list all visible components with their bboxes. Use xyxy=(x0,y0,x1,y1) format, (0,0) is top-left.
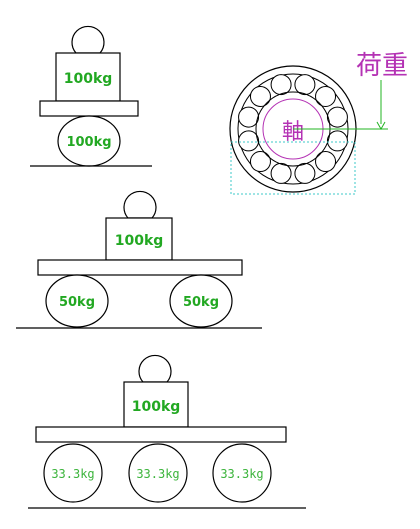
weight-label: 100kg xyxy=(64,71,113,87)
roller xyxy=(326,106,348,128)
roller xyxy=(315,151,337,173)
double-ball-diagram: 100kg 50kg 50kg xyxy=(16,190,262,329)
roller xyxy=(294,74,316,96)
ball-middle-label: 33.3kg xyxy=(136,467,179,481)
ball-right-label: 50kg xyxy=(183,295,219,310)
roller xyxy=(238,130,260,152)
ball-left xyxy=(43,443,103,503)
ball-label: 100kg xyxy=(66,135,111,150)
platform xyxy=(37,259,243,276)
weight-handle xyxy=(123,190,157,219)
roller xyxy=(249,85,271,107)
roller xyxy=(270,74,292,96)
weight-handle xyxy=(71,25,105,54)
roller xyxy=(270,162,292,184)
triple-ball-diagram: 100kg 33.3kg 33.3kg 33.3kg xyxy=(28,354,306,509)
bearing-diagram: 軸 荷重 xyxy=(229,51,408,195)
roller xyxy=(326,130,348,152)
platform xyxy=(35,426,287,443)
weight-label: 100kg xyxy=(115,233,164,249)
ball-left xyxy=(45,274,109,328)
platform xyxy=(39,100,139,117)
weight-block xyxy=(123,381,189,428)
ball-left-label: 50kg xyxy=(59,295,95,310)
roller xyxy=(238,106,260,128)
shaft-label: 軸 xyxy=(282,120,304,145)
roller xyxy=(249,151,271,173)
weight-label: 100kg xyxy=(132,399,181,415)
ball-right-label: 33.3kg xyxy=(220,467,263,481)
weight-handle xyxy=(138,354,172,383)
load-label: 荷重 xyxy=(356,51,408,81)
roller xyxy=(294,162,316,184)
ball-right xyxy=(169,274,233,328)
rollers xyxy=(238,74,348,184)
weight-block xyxy=(55,52,121,102)
single-ball-diagram: 100kg 100kg xyxy=(30,25,152,167)
ball-middle xyxy=(128,443,188,503)
roller xyxy=(315,85,337,107)
load-zone-box xyxy=(230,141,356,195)
ball-right xyxy=(212,443,272,503)
load-arrow-head xyxy=(376,121,386,131)
ball-left-label: 33.3kg xyxy=(51,467,94,481)
